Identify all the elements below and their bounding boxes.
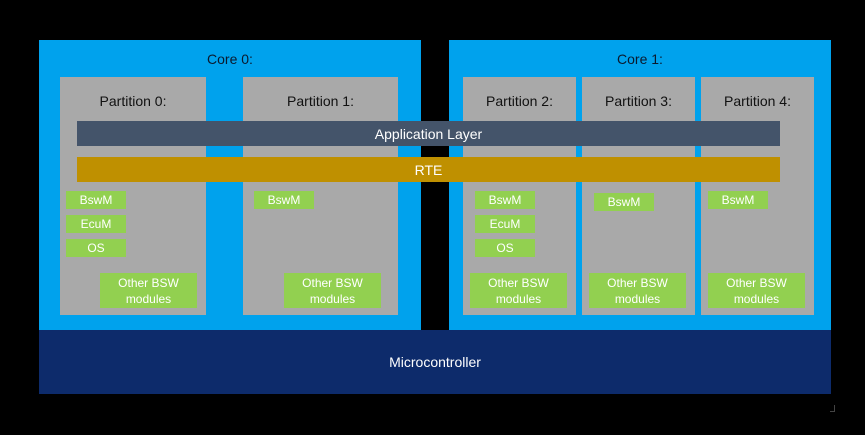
application-layer-bar: Application Layer	[77, 121, 780, 146]
rte-bar: RTE	[77, 157, 780, 182]
partition-2-other-bsw-modules: Other BSW modules	[470, 273, 567, 308]
partition-1-other-bsw-modules: Other BSW modules	[284, 273, 381, 308]
partition-0-other-bsw-modules: Other BSW modules	[100, 273, 197, 308]
core-1-title: Core 1:	[617, 51, 663, 67]
partition-3-title: Partition 3:	[605, 93, 672, 109]
core-0-title: Core 0:	[207, 51, 253, 67]
partition-2-os-module: OS	[475, 239, 535, 257]
partition-2-bswm-module: BswM	[475, 191, 535, 209]
partition-3-other-bsw-modules: Other BSW modules	[589, 273, 686, 308]
rte-label: RTE	[414, 161, 443, 178]
partition-2-ecum-module: EcuM	[475, 215, 535, 233]
partition-0-os-module: OS	[66, 239, 126, 257]
partition-1-bswm-module: BswM	[254, 191, 314, 209]
microcontroller-box: Microcontroller	[39, 330, 831, 394]
application-layer-label: Application Layer	[374, 125, 483, 142]
partition-0-bswm-module: BswM	[66, 191, 126, 209]
microcontroller-label: Microcontroller	[389, 354, 481, 370]
partition-4-title: Partition 4:	[724, 93, 791, 109]
partition-4-other-bsw-modules: Other BSW modules	[708, 273, 805, 308]
partition-4-bswm-module: BswM	[708, 191, 768, 209]
partition-3-bswm-module: BswM	[594, 193, 654, 211]
partition-2-title: Partition 2:	[486, 93, 553, 109]
partition-0-ecum-module: EcuM	[66, 215, 126, 233]
partition-0-title: Partition 0:	[99, 93, 167, 109]
partition-1-title: Partition 1:	[287, 93, 354, 109]
corner-mark	[830, 405, 835, 412]
